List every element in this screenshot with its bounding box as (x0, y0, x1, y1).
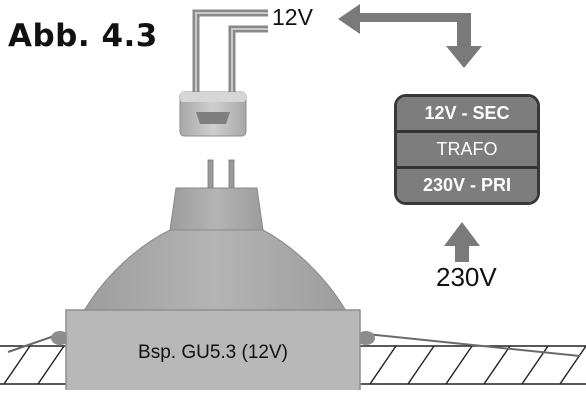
transformer-secondary: 12V - SEC (397, 97, 537, 133)
transformer-box: 12V - SEC TRAFO 230V - PRI (394, 94, 540, 205)
primary-arrow (444, 222, 480, 262)
wire-inner (228, 25, 268, 92)
transformer-primary: 230V - PRI (397, 169, 537, 202)
halogen-reflector-lamp-icon (77, 159, 353, 323)
arrow-left-head (338, 4, 464, 34)
fixture-housing (65, 309, 361, 390)
transformer-name: TRAFO (397, 133, 537, 169)
figure-title: Abb. 4.3 (8, 18, 158, 54)
primary-voltage-label: 230V (436, 262, 497, 292)
spring-clips (7, 331, 581, 357)
wire-highlight (195, 12, 268, 92)
secondary-voltage-label: 12V (272, 4, 313, 30)
fixture-label: Bsp. GU5.3 (12V) (138, 342, 288, 363)
arrow-down-head (446, 46, 482, 68)
arrow-shaft-down (457, 13, 471, 51)
gu53-socket-icon (179, 91, 247, 137)
secondary-arrow (338, 4, 482, 68)
